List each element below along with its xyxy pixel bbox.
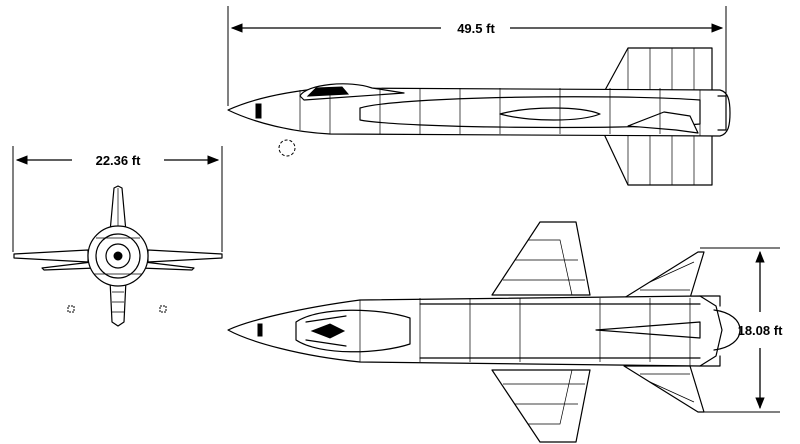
height-label: 18.08 ft (738, 323, 783, 338)
height-dimension: 18.08 ft (700, 247, 783, 413)
top-view (227, 221, 741, 443)
span-label: 22.36 ft (96, 153, 141, 168)
front-view (13, 185, 223, 327)
span-dimension: 22.36 ft (12, 146, 223, 252)
length-dimension: 49.5 ft (227, 6, 727, 106)
length-label: 49.5 ft (457, 21, 495, 36)
side-view (227, 47, 731, 186)
